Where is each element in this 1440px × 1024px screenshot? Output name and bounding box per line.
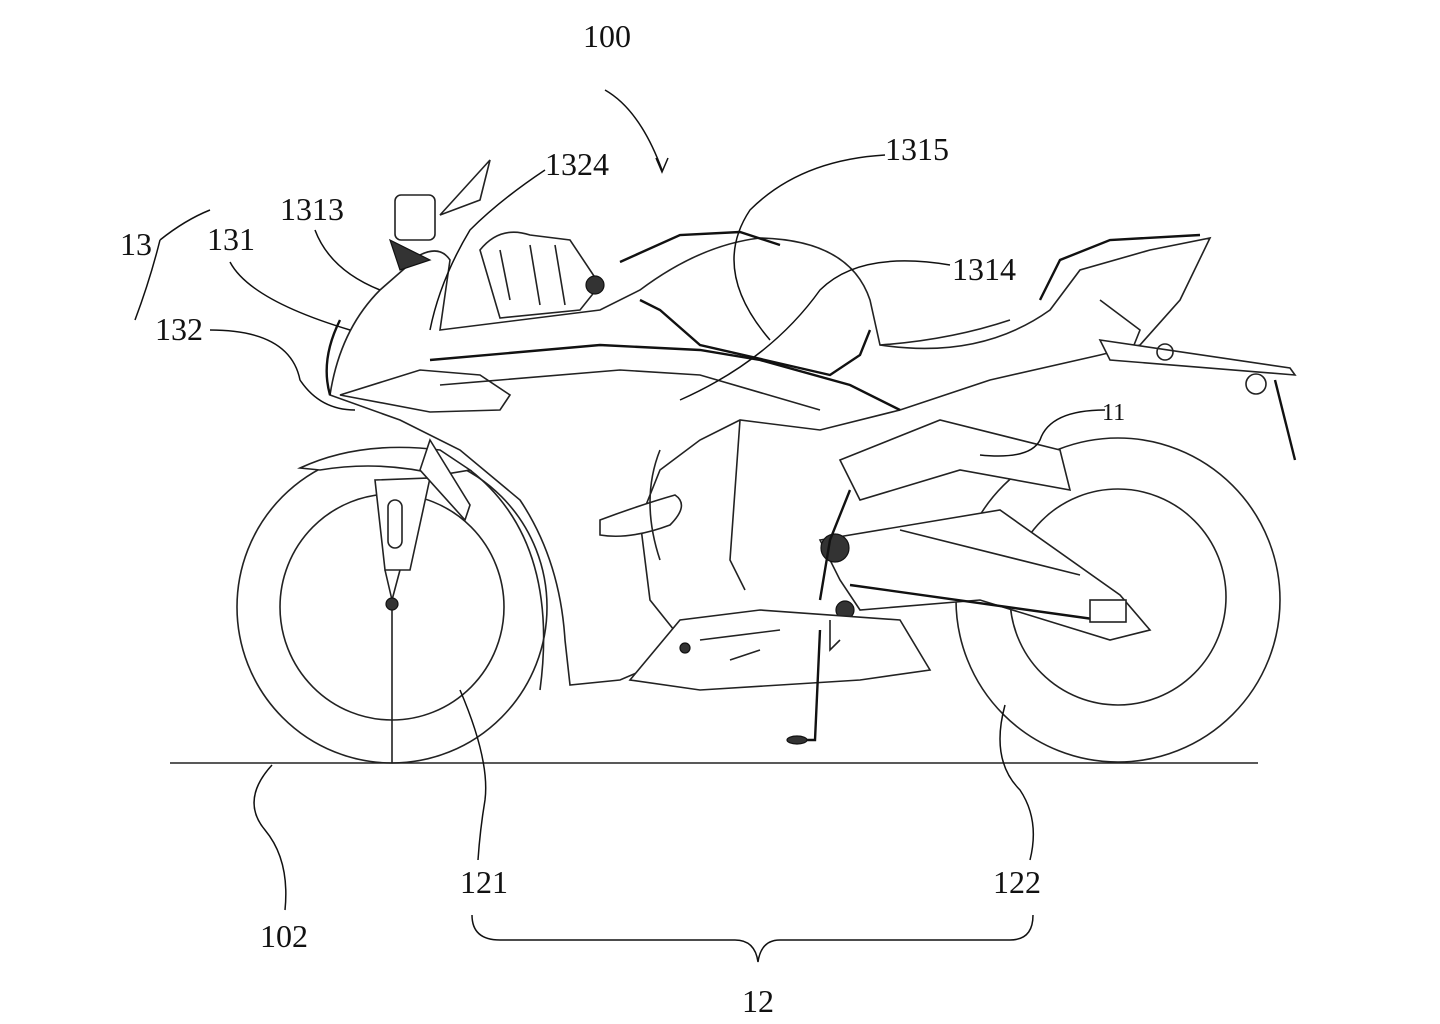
label-102: 102 bbox=[260, 918, 308, 954]
label-1324: 1324 bbox=[545, 146, 609, 182]
label-100: 100 bbox=[583, 18, 631, 54]
label-1315: 1315 bbox=[885, 131, 949, 167]
belly-pan bbox=[628, 609, 932, 745]
label-131: 131 bbox=[207, 221, 255, 257]
fairing bbox=[325, 230, 1212, 686]
label-11: 11 bbox=[1102, 400, 1125, 426]
label-1314: 1314 bbox=[952, 251, 1016, 287]
brace-12 bbox=[471, 914, 1034, 963]
label-1313: 1313 bbox=[280, 191, 344, 227]
leader-lines bbox=[134, 89, 1106, 963]
tail bbox=[1098, 338, 1297, 461]
label-12: 12 bbox=[742, 983, 774, 1019]
label-121: 121 bbox=[460, 864, 508, 900]
label-13: 13 bbox=[120, 226, 152, 262]
cockpit bbox=[388, 159, 605, 319]
label-132: 132 bbox=[155, 311, 203, 347]
swingarm bbox=[818, 419, 1152, 641]
label-122: 122 bbox=[993, 864, 1041, 900]
front-fork bbox=[297, 438, 473, 611]
